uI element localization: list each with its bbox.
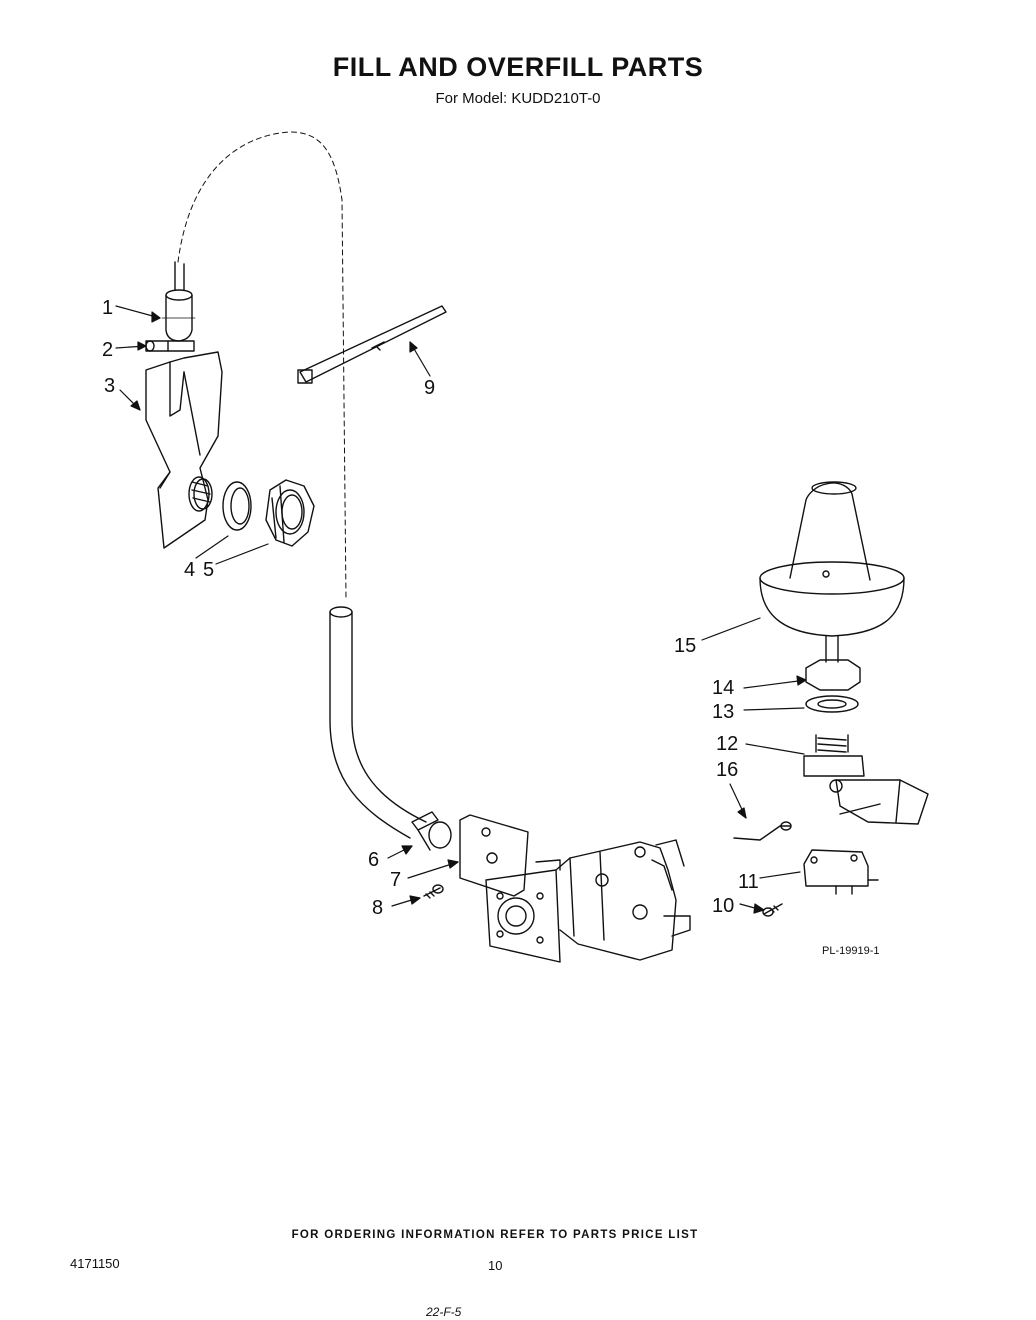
callout-3: 3 [104, 375, 115, 397]
float-switch-assembly [733, 635, 929, 841]
part-5-nut [265, 479, 315, 547]
part-6-hose-clamp [411, 811, 452, 851]
part-3-fill-funnel [145, 351, 223, 549]
page-number: 10 [488, 1258, 503, 1273]
callout-5: 5 [203, 559, 214, 581]
part-10-screw [762, 903, 783, 917]
callout-2: 2 [102, 339, 113, 361]
part-12-bushing [803, 755, 865, 777]
part-2-clamp [145, 340, 195, 352]
callout-14: 14 [712, 677, 734, 699]
leader-lines [115, 305, 807, 914]
ordering-note: FOR ORDERING INFORMATION REFER TO PARTS … [291, 1229, 699, 1241]
part-11-switch [803, 849, 879, 895]
callout-6: 6 [368, 849, 379, 871]
part-7-water-valve [459, 814, 691, 963]
part-1-nozzle [161, 261, 196, 342]
hose-routing-dashed-line [177, 131, 347, 601]
callout-4: 4 [184, 559, 195, 581]
plate-id: PL-19919-1 [822, 945, 880, 957]
callout-9: 9 [424, 377, 435, 399]
callout-11: 11 [738, 871, 759, 893]
part-13-washer [805, 695, 859, 713]
part-9-cable-tie [297, 305, 447, 384]
callout-12: 12 [716, 733, 738, 755]
part-14-nut [805, 659, 861, 691]
part-8-screw [423, 884, 444, 899]
doc-number: 4171150 [70, 1256, 120, 1271]
callout-8: 8 [372, 897, 383, 919]
fill-hose [329, 606, 427, 839]
callout-15: 15 [674, 635, 696, 657]
part-15-float [759, 481, 905, 637]
callout-16: 16 [716, 759, 738, 781]
callout-13: 13 [712, 701, 734, 723]
callout-7: 7 [390, 869, 401, 891]
model-subtitle: For Model: KUDD210T-0 [435, 90, 601, 107]
page-title: FILL AND OVERFILL PARTS [332, 52, 704, 82]
callout-1: 1 [102, 297, 113, 319]
part-4-gasket [222, 481, 252, 531]
callout-10: 10 [712, 895, 734, 917]
part-16-link [733, 825, 791, 841]
handwritten-stamp: 22-F-5 [426, 1305, 462, 1319]
